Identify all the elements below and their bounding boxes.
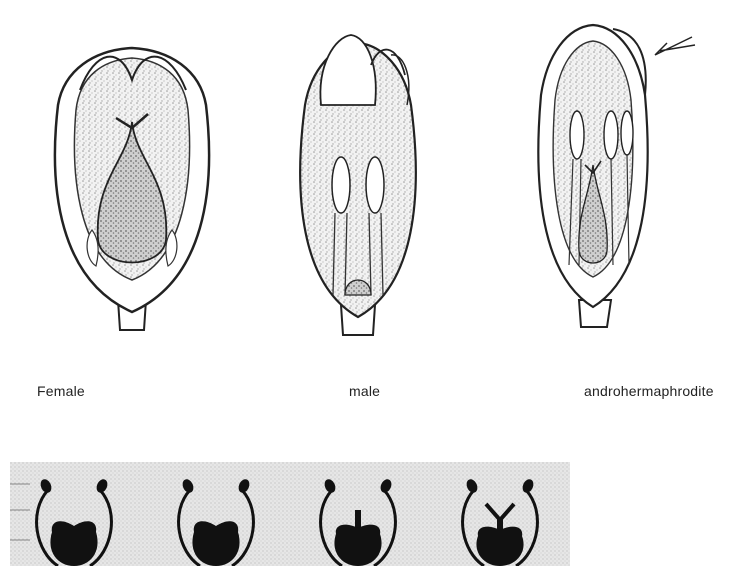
- female-flower-illustration: [40, 30, 230, 335]
- male-label: male: [349, 383, 380, 399]
- female-label: Female: [37, 383, 85, 399]
- floral-diagram-strip: [10, 462, 570, 566]
- androhermaphrodite-flower-illustration: [527, 15, 702, 335]
- male-flower-illustration: [283, 25, 443, 340]
- androhermaphrodite-label: androhermaphrodite: [584, 383, 714, 399]
